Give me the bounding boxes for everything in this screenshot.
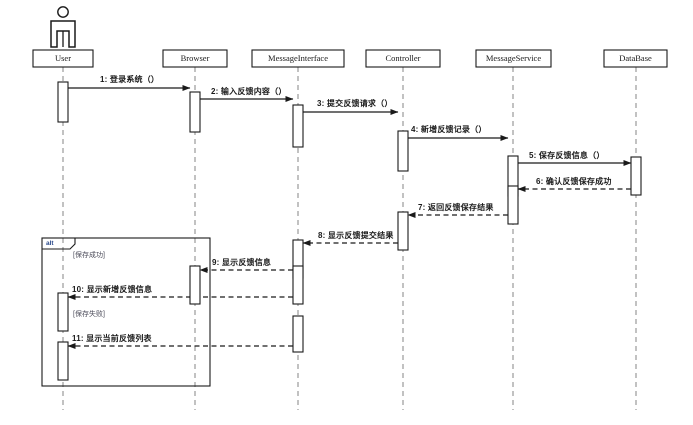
lifeline-label-controller: Controller: [385, 53, 421, 63]
activation-bar-messageservice: [507, 185, 519, 225]
lifeline-box-browser[interactable]: [162, 49, 228, 68]
message-label-4: 4: 新增反馈记录（）: [411, 125, 487, 134]
actor-stick-figure-icon: [50, 6, 76, 48]
message-label-5: 5: 保存反馈信息（）: [529, 151, 605, 160]
activation-bar-browser: [189, 91, 201, 133]
message-arrow-group: [67, 84, 632, 350]
activation-bar-user: [57, 292, 69, 332]
fragment-guard-label: [保存失败]: [73, 311, 105, 318]
message-label-9: 9: 显示反馈信息: [212, 258, 272, 267]
message-label-11: 11: 显示当前反馈列表: [72, 334, 152, 343]
activation-bar-controller: [397, 211, 409, 251]
message-label-2: 2: 输入反馈内容（）: [211, 87, 287, 96]
fragment-box-alt: [41, 237, 211, 387]
lifeline-box-database[interactable]: [603, 49, 668, 68]
activation-bar-user: [57, 81, 69, 123]
lifeline-label-messageinterface: MessageInterface: [268, 53, 328, 63]
fragment-operator-tab: [42, 238, 76, 250]
lifeline-box-messageinterface[interactable]: [251, 49, 345, 68]
lifeline-header-group: [32, 49, 668, 68]
message-label-8: 8: 显示反馈提交结果: [318, 231, 394, 240]
message-label-10: 10: 显示新增反馈信息: [72, 285, 153, 294]
message-label-6: 6: 确认反馈保存成功: [536, 177, 612, 186]
activation-bar-browser: [189, 265, 201, 305]
lifeline-label-database: DataBase: [619, 53, 652, 63]
message-label-1: 1: 登录系统（）: [100, 75, 160, 84]
fragment-group: [41, 237, 211, 387]
fragment-operator-label: alt: [46, 239, 54, 247]
fragment-guard-label: [保存成功]: [73, 252, 105, 259]
activation-bar-group: [57, 81, 642, 381]
activation-bar-messageinterface: [292, 315, 304, 353]
message-label-7: 7: 返回反馈保存结果: [418, 203, 494, 212]
activation-bar-messageinterface: [292, 265, 304, 305]
lifeline-label-messageservice: MessageService: [485, 53, 542, 63]
lifeline-box-controller[interactable]: [365, 49, 441, 68]
lifeline-box-user[interactable]: [32, 49, 94, 68]
lifeline-label-browser: Browser: [180, 53, 210, 63]
message-label-3: 3: 提交反馈请求（）: [317, 99, 393, 108]
actor-body-icon: [50, 20, 76, 48]
actor-head-icon: [57, 6, 69, 18]
activation-bar-user: [57, 341, 69, 381]
lifeline-box-messageservice[interactable]: [475, 49, 552, 68]
activation-bar-database: [630, 156, 642, 196]
activation-bar-controller: [397, 130, 409, 172]
activation-bar-messageinterface: [292, 104, 304, 148]
lifeline-label-user: User: [54, 53, 72, 63]
